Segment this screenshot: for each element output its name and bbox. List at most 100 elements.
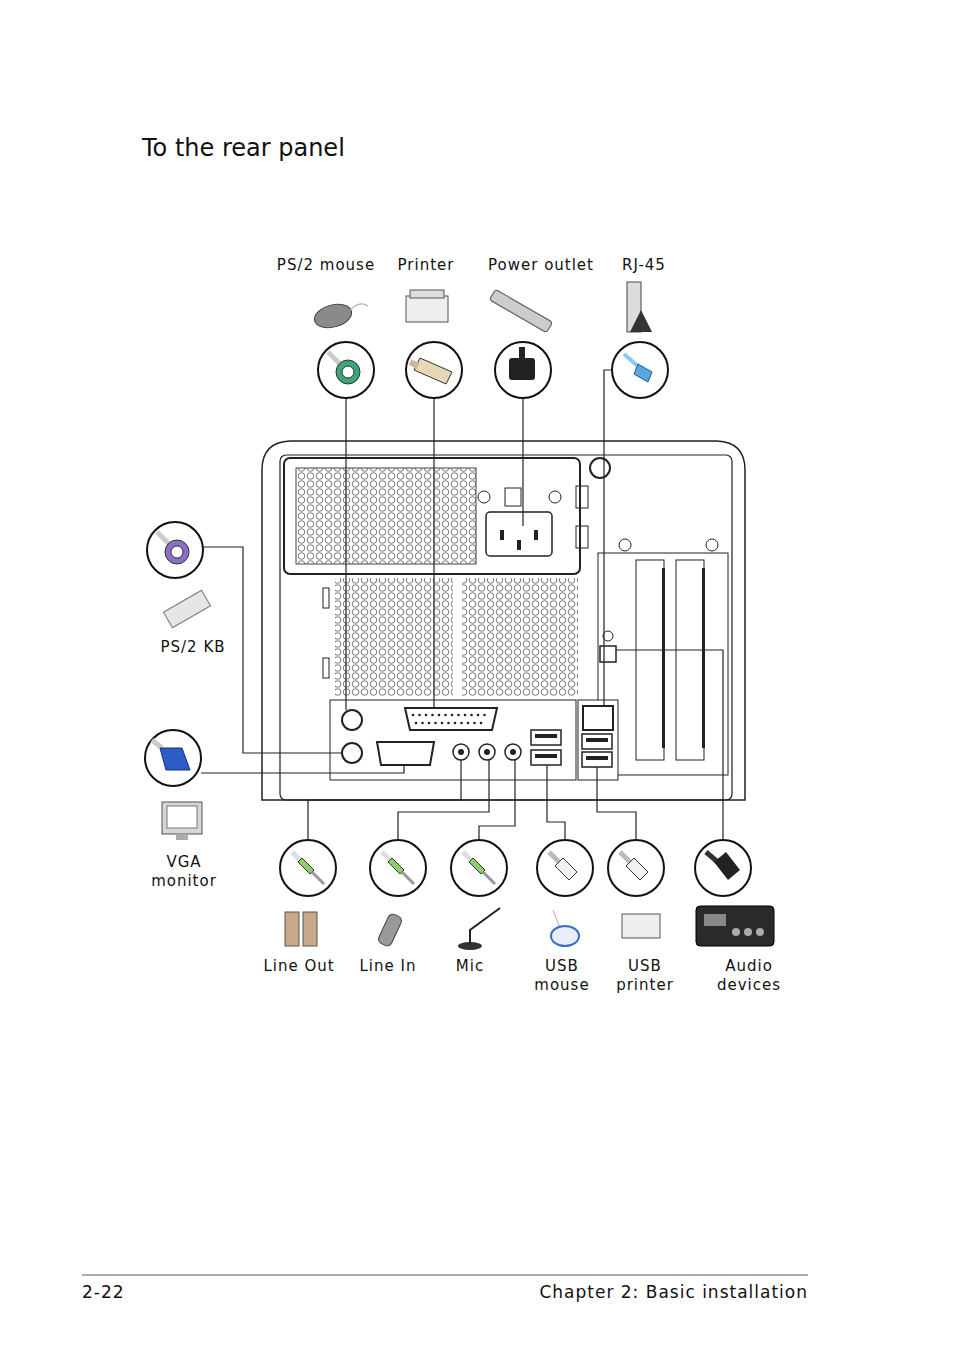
monitor-stand bbox=[176, 834, 188, 840]
cable bbox=[620, 852, 630, 862]
power-strip-icon bbox=[489, 289, 552, 332]
pin bbox=[467, 722, 470, 725]
device-label: Audio devices bbox=[706, 957, 792, 995]
usb-tongue bbox=[586, 756, 608, 760]
power-socket bbox=[486, 512, 552, 556]
ps2-plug bbox=[336, 360, 360, 384]
device-label: PS/2 mouse bbox=[277, 256, 375, 275]
spdif-port bbox=[600, 646, 616, 662]
audio-tip bbox=[312, 872, 324, 884]
vga-plug bbox=[160, 748, 190, 770]
pin bbox=[470, 714, 473, 717]
plug-face bbox=[342, 366, 354, 378]
cable bbox=[152, 740, 162, 748]
audio-tip bbox=[483, 872, 495, 884]
leader-line bbox=[547, 765, 565, 840]
page-title: To the rear panel bbox=[142, 134, 345, 162]
pin bbox=[480, 722, 483, 725]
page-number: 2-22 bbox=[82, 1283, 125, 1302]
ps2-plug bbox=[165, 540, 189, 564]
speaker-icon bbox=[303, 912, 317, 946]
io-shield bbox=[330, 700, 576, 780]
plug-circle bbox=[318, 342, 374, 398]
cable bbox=[410, 362, 418, 366]
audio-knob bbox=[744, 928, 752, 936]
audio-jack bbox=[453, 744, 469, 760]
slot-edge bbox=[702, 568, 705, 748]
pin bbox=[431, 714, 434, 717]
thumb-screw bbox=[590, 458, 610, 478]
device-label: Power outlet bbox=[488, 256, 594, 275]
pin bbox=[425, 714, 428, 717]
screw bbox=[478, 491, 490, 503]
device-label: Printer bbox=[398, 256, 455, 275]
pin bbox=[473, 722, 476, 725]
audio-jack bbox=[505, 744, 521, 760]
lan-port bbox=[583, 706, 613, 730]
leader-line bbox=[398, 760, 489, 840]
device-label: USB mouse bbox=[522, 957, 602, 995]
mic-icon bbox=[470, 908, 500, 944]
speaker-icon bbox=[285, 912, 299, 946]
pin bbox=[444, 714, 447, 717]
audio-device-icon bbox=[696, 906, 774, 946]
mouse-cable bbox=[553, 910, 560, 928]
plug-face bbox=[171, 546, 183, 558]
audio-plug bbox=[388, 858, 404, 874]
audio-jack-hole bbox=[458, 749, 464, 755]
leader-line bbox=[345, 398, 346, 710]
device-label: PS/2 KB bbox=[160, 638, 225, 657]
fan-grille bbox=[462, 578, 578, 696]
slot-cover bbox=[636, 560, 664, 760]
plug-circle bbox=[370, 840, 426, 896]
leader-line bbox=[201, 766, 404, 773]
plug-circle bbox=[612, 342, 668, 398]
slot-mark bbox=[323, 658, 329, 678]
parallel-port bbox=[405, 708, 497, 730]
device-label: USB printer bbox=[605, 957, 685, 995]
wires bbox=[201, 370, 723, 840]
slot-cover bbox=[676, 560, 704, 760]
pin bbox=[454, 722, 457, 725]
chassis bbox=[262, 441, 745, 800]
socket-pin bbox=[517, 540, 521, 550]
pin bbox=[447, 722, 450, 725]
plug-circle bbox=[406, 342, 462, 398]
socket-pin bbox=[534, 530, 538, 540]
device-label: RJ-45 bbox=[622, 256, 666, 275]
pin bbox=[415, 722, 418, 725]
spdif-plug bbox=[714, 852, 740, 880]
voltage-switch bbox=[505, 488, 521, 506]
plug-circle bbox=[537, 840, 593, 896]
leader-line bbox=[616, 650, 723, 840]
usb-port bbox=[582, 734, 612, 749]
leader-line bbox=[308, 760, 461, 840]
audio-tip bbox=[402, 872, 414, 884]
usb-port bbox=[531, 750, 561, 765]
leader-line bbox=[522, 398, 523, 526]
usb-mouse-icon bbox=[551, 926, 579, 946]
footer-rule bbox=[82, 1274, 808, 1276]
printer-icon bbox=[406, 296, 448, 322]
clip bbox=[576, 526, 588, 548]
pin bbox=[418, 714, 421, 717]
audio-jack-hole bbox=[510, 749, 516, 755]
pin bbox=[460, 722, 463, 725]
plug-circle bbox=[147, 522, 203, 578]
fan-grille bbox=[335, 578, 453, 696]
chassis-outline bbox=[262, 441, 745, 800]
keyboard-icon bbox=[163, 590, 210, 628]
leader-line bbox=[604, 370, 612, 706]
slot-mark bbox=[323, 588, 329, 608]
socket-pin bbox=[500, 530, 504, 540]
pin bbox=[464, 714, 467, 717]
audio-plug bbox=[469, 858, 485, 874]
mic-base bbox=[458, 942, 482, 950]
usb-port bbox=[582, 752, 612, 767]
screw-hole bbox=[619, 539, 631, 551]
pin bbox=[483, 714, 486, 717]
pin bbox=[428, 722, 431, 725]
psu bbox=[284, 458, 580, 574]
